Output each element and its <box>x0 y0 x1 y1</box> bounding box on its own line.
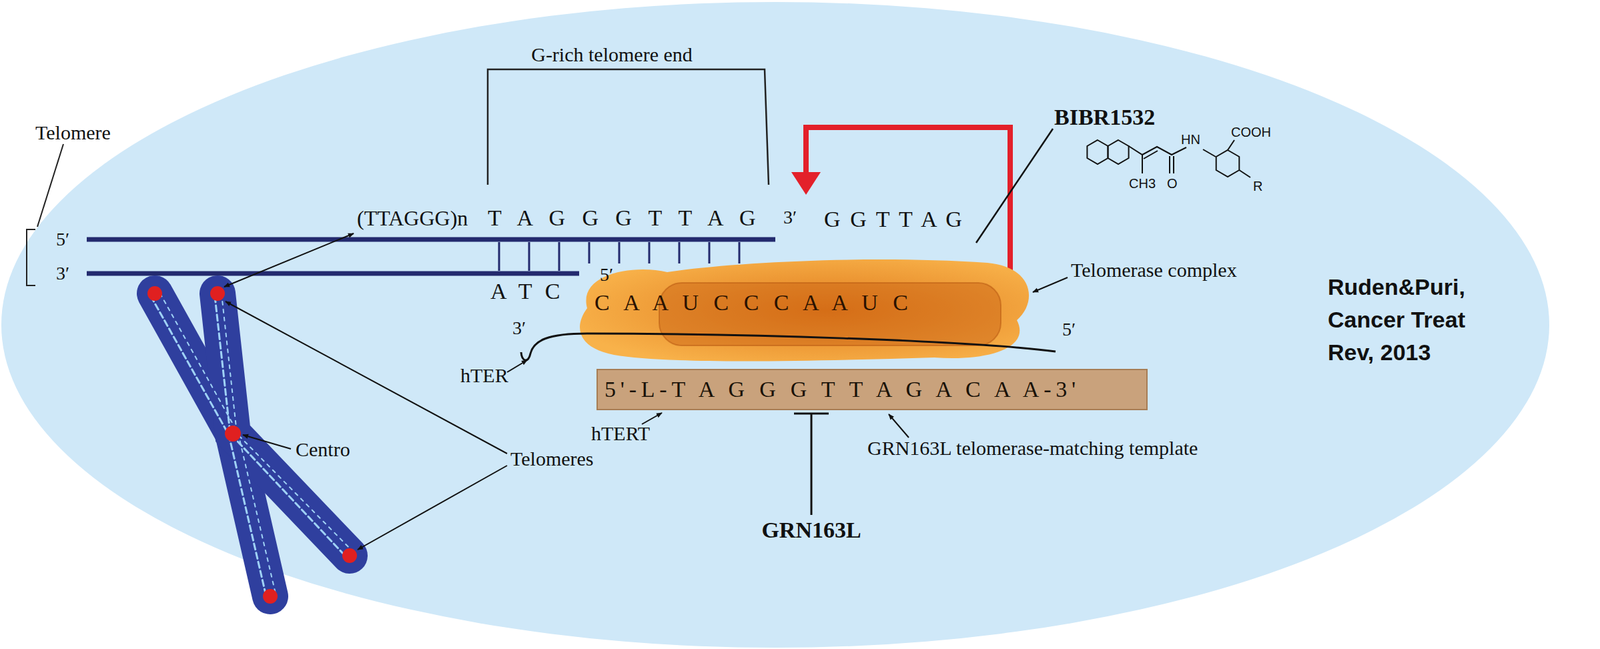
drug-name: BIBR1532 <box>1054 104 1155 131</box>
chem-group: HN <box>1180 132 1201 148</box>
chem-group: R <box>1253 178 1263 195</box>
telomerase-complex: C A A U C C C A A U C <box>579 256 1033 364</box>
telomere-bracket <box>26 229 36 286</box>
strand-end: 3′ <box>783 206 797 229</box>
chemical-structure <box>1086 140 1251 178</box>
leader-arrow <box>1032 277 1068 293</box>
rna-template-sequence: C A A U C C C A A U C <box>594 289 913 316</box>
chem-group: CH3 <box>1128 176 1156 192</box>
part-label: Telomere <box>35 121 111 145</box>
leader-arrow <box>888 414 909 438</box>
part-label: GRN163L telomerase-matching template <box>867 437 1198 461</box>
oligo-template-bar: 5'-L-T A G G G T T A G A C A A-3' <box>596 368 1148 411</box>
part-label: Centro <box>295 438 351 462</box>
chem-group: O <box>1166 176 1178 192</box>
oligo-sequence: 5'-L-T A G G G T T A G A C A A-3' <box>604 376 1081 403</box>
dna-sequence: A T C <box>490 278 564 305</box>
leader-arrow <box>357 465 508 550</box>
cell-background <box>1 2 1550 648</box>
strand-end: 5′ <box>599 264 614 286</box>
drug-name: GRN163L <box>761 517 861 544</box>
arrowhead <box>791 172 821 195</box>
dna-strand <box>86 237 776 243</box>
part-label: Telomerase complex <box>1070 258 1238 283</box>
leader-arrow <box>507 360 528 373</box>
g-rich-bracket <box>487 69 769 185</box>
elongation-arrow <box>806 127 1011 281</box>
zoom-arrow <box>224 233 354 287</box>
base-pair-ticks <box>499 242 740 271</box>
part-label: Telomeres <box>510 447 594 472</box>
chem-group: COOH <box>1231 124 1272 141</box>
dna-strand <box>86 271 580 277</box>
leader-line <box>976 128 1053 243</box>
citation: Ruden&Puri, Cancer Treat Rev, 2013 <box>1327 270 1503 369</box>
inhibition-bar <box>793 413 829 416</box>
strand-end: 5′ <box>56 228 70 251</box>
new-sequence: G G T T A G <box>824 206 965 233</box>
strand-end: 3′ <box>512 317 526 339</box>
leader-line <box>37 144 64 227</box>
inhibition-line <box>810 413 813 516</box>
part-label: hTER <box>460 364 509 388</box>
part-label: hTERT <box>591 422 650 446</box>
strand-end: 5′ <box>1062 318 1076 341</box>
telomere-dots <box>147 286 357 604</box>
strand-end: 3′ <box>56 262 70 285</box>
repeat-sequence: (TTAGGG)n <box>356 206 468 231</box>
chromosome <box>150 293 354 597</box>
bracket-label: G-rich telomere end <box>531 43 693 67</box>
leader-arrow <box>242 435 291 450</box>
complex-blob <box>579 259 1029 361</box>
dna-sequence: T A G G G T T A G <box>487 204 762 231</box>
hter-rna <box>521 333 1056 361</box>
